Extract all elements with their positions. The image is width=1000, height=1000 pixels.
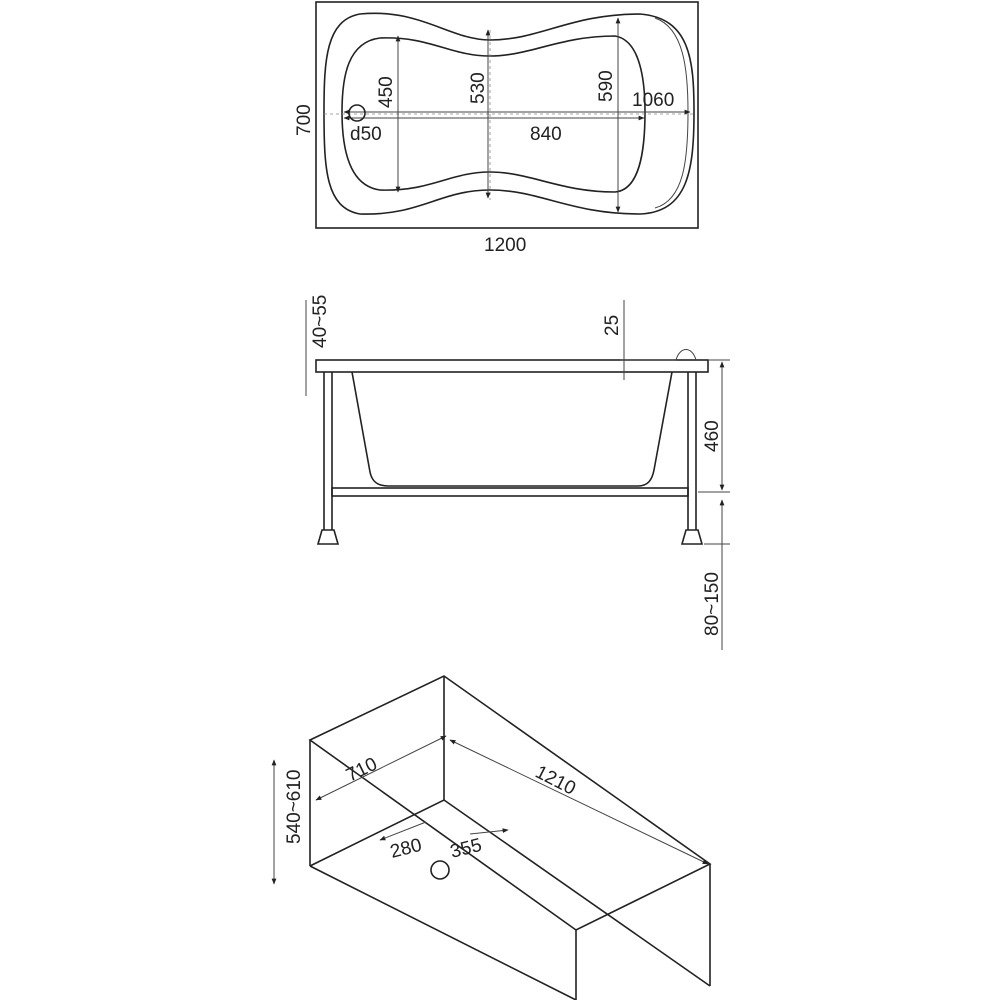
dim-355-line <box>469 828 509 835</box>
box-view: 540~610 710 1210 280 355 <box>271 675 712 1000</box>
top-view-inner-bowl <box>341 35 646 193</box>
side-view-bowl <box>351 371 673 487</box>
dim-1210-line <box>449 739 709 865</box>
drain-hole-icon <box>348 104 366 122</box>
top-view-frame <box>315 1 699 229</box>
side-legs-label: 80~150 <box>702 572 723 636</box>
box-drain-y-label: 355 <box>448 835 484 863</box>
dim-710-line <box>315 735 447 801</box>
side-view-crossbar <box>331 487 689 497</box>
box-view-top <box>308 675 712 931</box>
top-view: 450 530 590 1060 840 d50 1200 700 <box>294 1 699 256</box>
box-width-label: 710 <box>343 754 381 787</box>
top-dim-840: 840 <box>530 124 562 145</box>
box-view-bottom-front <box>309 865 577 1000</box>
top-drain-label: d50 <box>350 124 382 145</box>
top-dim-590: 590 <box>596 70 617 102</box>
side-view-left-foot <box>316 529 340 545</box>
top-height-label: 700 <box>294 104 315 136</box>
box-drain-hole-icon <box>430 860 450 880</box>
dim-280-line <box>379 821 427 841</box>
side-view-rim <box>315 359 709 373</box>
top-dim-450: 450 <box>376 76 397 108</box>
top-dim-530: 530 <box>468 72 489 104</box>
side-view-right-foot <box>680 529 704 545</box>
top-view-rim-edge <box>654 17 689 209</box>
side-view: 40~55 25 460 80~150 <box>305 295 730 650</box>
side-depth-label: 460 <box>702 420 723 452</box>
side-rim-label: 40~55 <box>310 295 331 348</box>
side-offset-label: 25 <box>602 315 623 336</box>
box-drain-x-label: 280 <box>388 835 424 863</box>
top-view-outer-rim <box>323 12 695 215</box>
side-view-headrest <box>620 349 697 361</box>
box-length-label: 1210 <box>532 762 579 800</box>
box-height-label: 540~610 <box>284 770 305 845</box>
top-width-label: 1200 <box>484 235 526 256</box>
top-dim-1060: 1060 <box>632 90 674 111</box>
